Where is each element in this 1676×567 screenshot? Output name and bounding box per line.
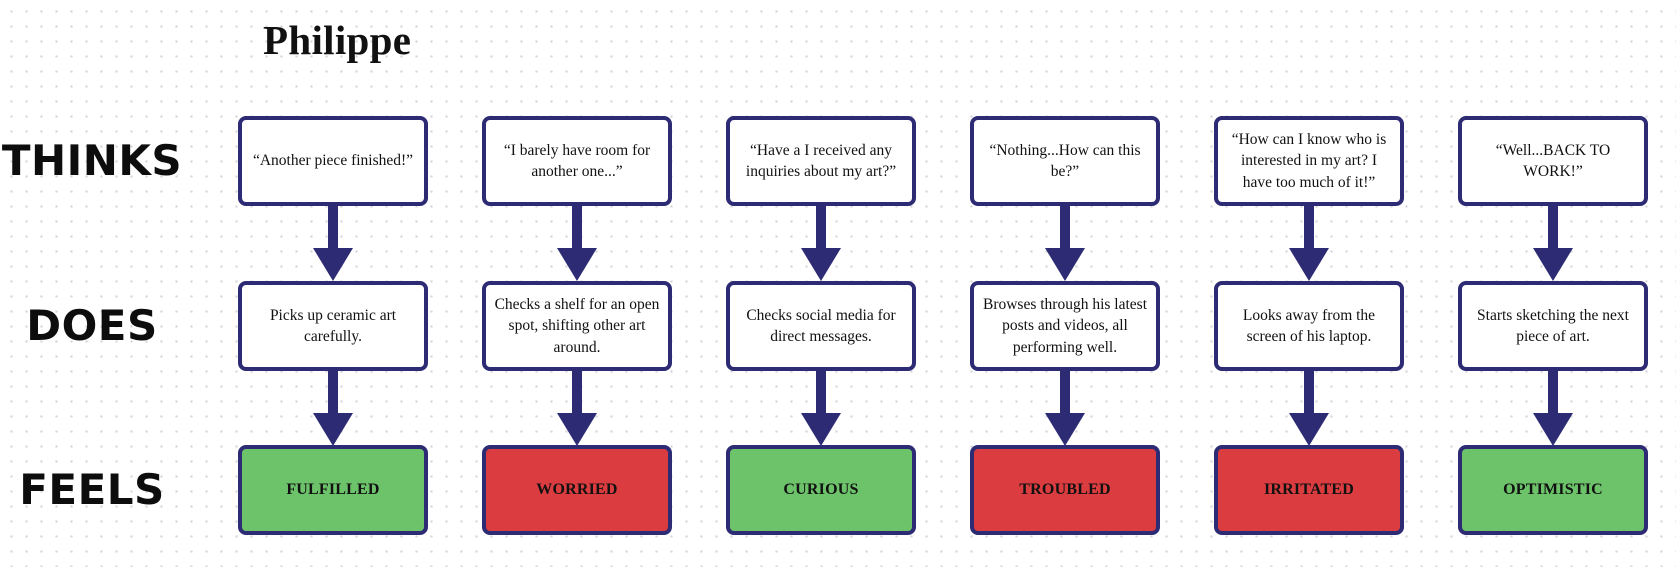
- does-box: Checks social media for direct messages.: [726, 281, 916, 371]
- feels-box: IRRITATED: [1214, 445, 1404, 535]
- down-arrow-icon: [1533, 206, 1573, 281]
- down-arrow-icon: [1533, 371, 1573, 446]
- down-arrow-icon: [1289, 206, 1329, 281]
- down-arrow-icon: [557, 371, 597, 446]
- thinks-box: “Have a I received any inquiries about m…: [726, 116, 916, 206]
- feels-box: FULFILLED: [238, 445, 428, 535]
- down-arrow-icon: [1045, 371, 1085, 446]
- thinks-box: “Well...BACK TO WORK!”: [1458, 116, 1648, 206]
- does-box: Picks up ceramic art carefully.: [238, 281, 428, 371]
- feels-box: CURIOUS: [726, 445, 916, 535]
- row-label-does: DOES: [26, 301, 158, 350]
- thinks-box: “I barely have room for another one...”: [482, 116, 672, 206]
- down-arrow-icon: [1045, 206, 1085, 281]
- down-arrow-icon: [557, 206, 597, 281]
- journey-stage-6: “Well...BACK TO WORK!” Starts sketching …: [1458, 0, 1648, 567]
- row-label-thinks: THINKS: [1, 136, 183, 185]
- feels-box: OPTIMISTIC: [1458, 445, 1648, 535]
- persona-name: Philippe: [263, 17, 412, 63]
- down-arrow-icon: [801, 206, 841, 281]
- does-box: Looks away from the screen of his laptop…: [1214, 281, 1404, 371]
- journey-stage-2: “I barely have room for another one...” …: [482, 0, 672, 567]
- down-arrow-icon: [801, 371, 841, 446]
- thinks-box: “Another piece finished!”: [238, 116, 428, 206]
- journey-stage-3: “Have a I received any inquiries about m…: [726, 0, 916, 567]
- down-arrow-icon: [313, 371, 353, 446]
- journey-stage-1: “Another piece finished!” Picks up ceram…: [238, 0, 428, 567]
- does-box: Starts sketching the next piece of art.: [1458, 281, 1648, 371]
- journey-stage-5: “How can I know who is interested in my …: [1214, 0, 1404, 567]
- row-label-feels: FEELS: [19, 465, 165, 514]
- feels-box: TROUBLED: [970, 445, 1160, 535]
- down-arrow-icon: [313, 206, 353, 281]
- does-box: Browses through his latest posts and vid…: [970, 281, 1160, 371]
- down-arrow-icon: [1289, 371, 1329, 446]
- journey-stage-4: “Nothing...How can this be?” Browses thr…: [970, 0, 1160, 567]
- thinks-box: “Nothing...How can this be?”: [970, 116, 1160, 206]
- feels-box: WORRIED: [482, 445, 672, 535]
- does-box: Checks a shelf for an open spot, shiftin…: [482, 281, 672, 371]
- thinks-box: “How can I know who is interested in my …: [1214, 116, 1404, 206]
